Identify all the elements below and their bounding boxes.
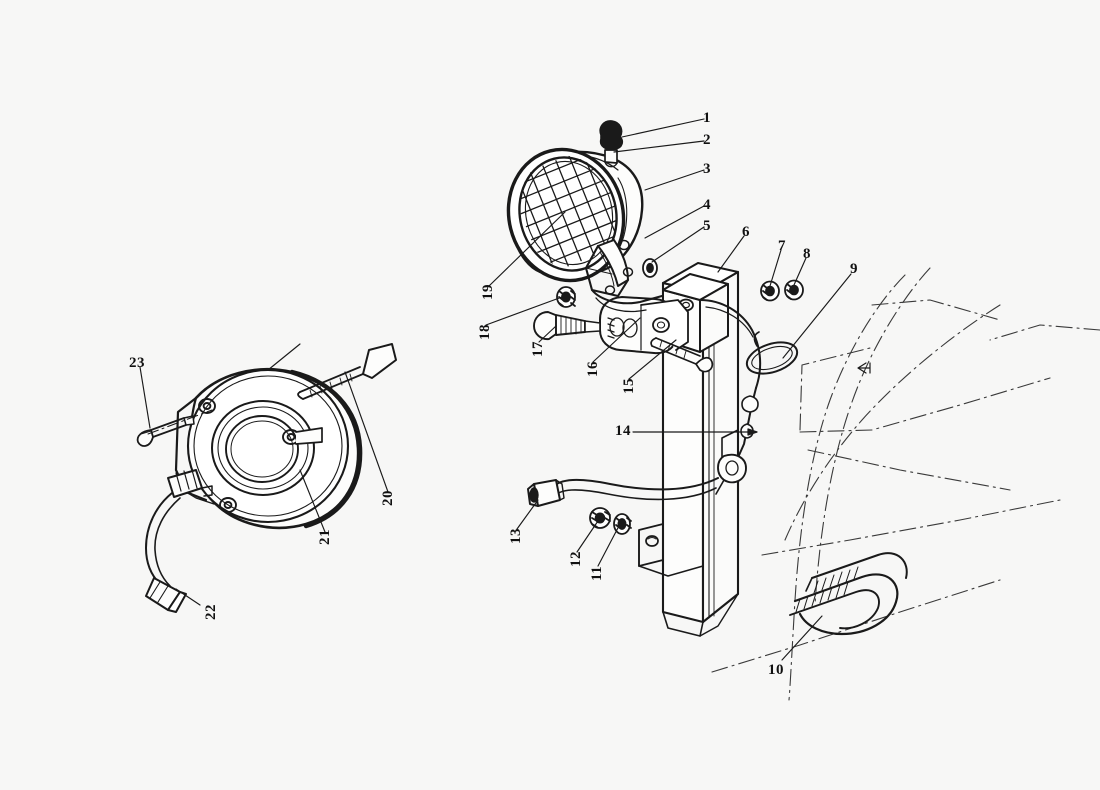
bracket-knuckle [599, 296, 689, 355]
lamp-knob-nut [604, 149, 618, 168]
mount-screw-axis [147, 409, 213, 435]
lamp-lens-grid [510, 149, 630, 272]
lock-washer [760, 280, 780, 302]
callout-14: 14 [615, 423, 631, 439]
callout-17: 17 [530, 341, 546, 357]
lamp-base-strap [591, 289, 663, 313]
pivot-bolt [642, 258, 658, 278]
adjusting-screw [297, 343, 397, 400]
callout-16: 16 [585, 361, 601, 377]
callout-11: 11 [589, 565, 605, 581]
spring-washer [556, 286, 576, 308]
callout-8: 8 [803, 246, 811, 262]
knob-handle [533, 311, 601, 341]
leader-arrow-14 [747, 428, 758, 436]
lamp-body-round [174, 368, 363, 530]
lamp-knob-bolt [599, 120, 624, 151]
callout-23: 23 [129, 355, 145, 371]
callout-19: 19 [480, 284, 496, 300]
callout-3: 3 [703, 161, 711, 177]
callout-22: 22 [203, 604, 219, 620]
mount-screw [136, 415, 195, 447]
callout-9: 9 [850, 261, 858, 277]
callout-10: 10 [768, 662, 784, 678]
wiring-harness [551, 299, 762, 501]
callout-20: 20 [380, 490, 396, 506]
callout-leaders [139, 118, 852, 661]
callout-13: 13 [508, 528, 524, 544]
phantom-joint-mark [857, 362, 871, 374]
callout-7: 7 [778, 238, 786, 254]
callout-5: 5 [703, 218, 711, 234]
callout-15: 15 [621, 378, 637, 394]
u-bolt [789, 552, 908, 636]
callout-1: 1 [703, 110, 711, 126]
callout-18: 18 [477, 324, 493, 340]
carriage-bolt [650, 337, 714, 373]
hex-nut [784, 279, 804, 301]
callout-4: 4 [703, 197, 711, 213]
callout-2: 2 [703, 132, 711, 148]
wire-clamp-loop [745, 331, 799, 375]
harness-connector [527, 479, 565, 507]
harness-plug [145, 469, 213, 613]
callout-6: 6 [742, 224, 750, 240]
callout-21: 21 [317, 529, 333, 545]
callout-12: 12 [568, 551, 584, 567]
vehicle-body-phantom [711, 267, 1100, 701]
